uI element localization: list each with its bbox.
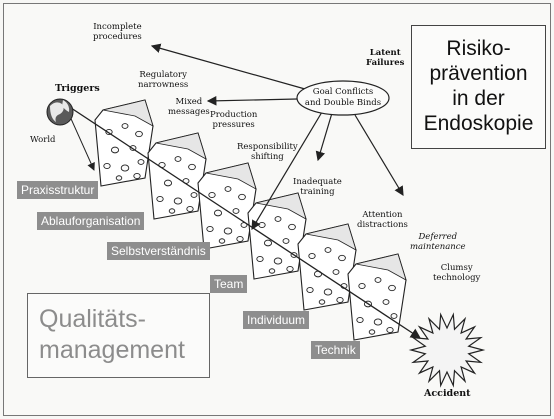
cheese-slice bbox=[297, 223, 357, 311]
cheese-hole bbox=[268, 268, 276, 274]
world-arrow bbox=[67, 111, 95, 171]
cheese-slice bbox=[147, 132, 207, 220]
cheese-hole bbox=[323, 288, 333, 296]
cheese-hole bbox=[232, 208, 240, 214]
cheese-hole bbox=[374, 277, 382, 283]
arrow-inadequate bbox=[315, 112, 333, 162]
cheese-hole bbox=[336, 296, 344, 304]
title-line-1: Risiko- bbox=[446, 37, 511, 60]
cheese-hole bbox=[332, 269, 340, 275]
cheese-hole bbox=[223, 227, 233, 235]
cheese-hole bbox=[190, 192, 198, 198]
label-technik: Technik bbox=[311, 341, 360, 359]
inadequate-training-label: Inadequate training bbox=[293, 177, 342, 197]
title-line-4: Endoskopie bbox=[423, 112, 534, 135]
latent-failures-label: Latent Failures bbox=[366, 48, 405, 68]
trajectory-arrow bbox=[61, 101, 422, 339]
cheese-hole bbox=[206, 225, 214, 233]
cheese-hole bbox=[238, 193, 246, 201]
cheese-hole bbox=[218, 238, 226, 244]
latent-arrows bbox=[150, 43, 404, 231]
attention-distractions-label: Attention distractions bbox=[357, 210, 408, 230]
cheese-hole bbox=[338, 254, 346, 262]
cheese-hole bbox=[373, 318, 383, 326]
cheese-hole bbox=[386, 326, 394, 334]
arrow-incomplete bbox=[150, 43, 306, 90]
cheese-hole bbox=[224, 186, 232, 192]
cheese-hole bbox=[186, 205, 194, 213]
quality-management-box: Qualitäts- management bbox=[27, 293, 210, 378]
title-line-3: in der bbox=[452, 87, 505, 110]
cheese-hole bbox=[236, 235, 244, 243]
cheese-hole bbox=[256, 255, 264, 263]
cheese-hole bbox=[263, 239, 273, 247]
cheese-hole bbox=[115, 175, 123, 181]
cheese-slice bbox=[197, 162, 257, 250]
cheese-hole bbox=[258, 221, 266, 229]
goal-conflicts-ellipse bbox=[296, 80, 390, 116]
cheese-hole bbox=[213, 209, 223, 217]
arrow-deferred bbox=[354, 114, 404, 197]
cheese-hole bbox=[388, 284, 396, 292]
accident-label: Accident bbox=[424, 388, 471, 399]
cheese-hole bbox=[273, 257, 283, 265]
cheese-hole bbox=[133, 172, 141, 180]
incomplete-procedures-label: Incomplete procedures bbox=[93, 22, 142, 42]
cheese-hole bbox=[318, 299, 326, 305]
label-selbstverstaendnis: Selbstverständnis bbox=[107, 242, 210, 260]
regulatory-narrowness-label: Regulatory narrowness bbox=[138, 70, 189, 90]
cheese-hole bbox=[120, 164, 130, 172]
cheese-hole bbox=[382, 299, 390, 305]
cheese-hole bbox=[306, 286, 314, 294]
cheese-hole bbox=[103, 162, 111, 170]
production-pressures-label: Production pressures bbox=[210, 110, 258, 130]
world-label: World bbox=[30, 135, 56, 145]
label-team: Team bbox=[210, 275, 248, 293]
globe-icon bbox=[46, 98, 74, 126]
deferred-maintenance-label: Deferred maintenance bbox=[410, 232, 466, 252]
cheese-hole bbox=[288, 223, 296, 231]
cheese-hole bbox=[324, 247, 332, 253]
arrow-team bbox=[251, 111, 323, 231]
cheese-hole bbox=[168, 208, 176, 214]
cheese-hole bbox=[282, 238, 290, 244]
cheese-hole bbox=[110, 146, 120, 154]
cheese-hole bbox=[390, 313, 398, 319]
cheese-hole bbox=[208, 191, 216, 199]
cheese-hole bbox=[286, 265, 294, 273]
arrow-mixed bbox=[206, 96, 298, 106]
cheese-hole bbox=[174, 156, 182, 162]
cheese-hole bbox=[368, 329, 376, 335]
cheese-hole bbox=[358, 282, 366, 290]
cheese-hole bbox=[173, 197, 183, 205]
label-ablauforganisation: Ablauforganisation bbox=[37, 212, 145, 230]
label-individuum: Individuum bbox=[243, 311, 310, 329]
cheese-hole bbox=[188, 163, 196, 171]
label-praxisstruktur: Praxisstruktur bbox=[17, 181, 99, 199]
cheese-hole bbox=[137, 159, 145, 165]
title-line-2: prävention bbox=[429, 62, 528, 85]
clumsy-technology-label: Clumsy technology bbox=[433, 263, 481, 283]
qm-line-2: management bbox=[39, 336, 185, 364]
goal-conflicts-label: Goal Conflicts and Double Binds bbox=[304, 87, 382, 108]
cheese-hole bbox=[308, 252, 316, 260]
cheese-hole bbox=[356, 316, 364, 324]
cheese-slice bbox=[247, 192, 307, 280]
qm-line-1: Qualitäts- bbox=[39, 305, 146, 333]
responsibility-shifting-label: Responsibility shifting bbox=[237, 142, 298, 162]
cheese-hole bbox=[163, 179, 173, 187]
accident-star-icon bbox=[408, 312, 486, 388]
cheese-hole bbox=[274, 216, 282, 222]
cheese-hole bbox=[156, 195, 164, 203]
cheese-hole bbox=[121, 123, 129, 129]
cheese-hole bbox=[135, 130, 143, 138]
mixed-messages-label: Mixed messages bbox=[168, 97, 210, 117]
triggers-label: Triggers bbox=[55, 83, 100, 94]
title-box: Risiko- prävention in der Endoskopie bbox=[411, 25, 546, 149]
